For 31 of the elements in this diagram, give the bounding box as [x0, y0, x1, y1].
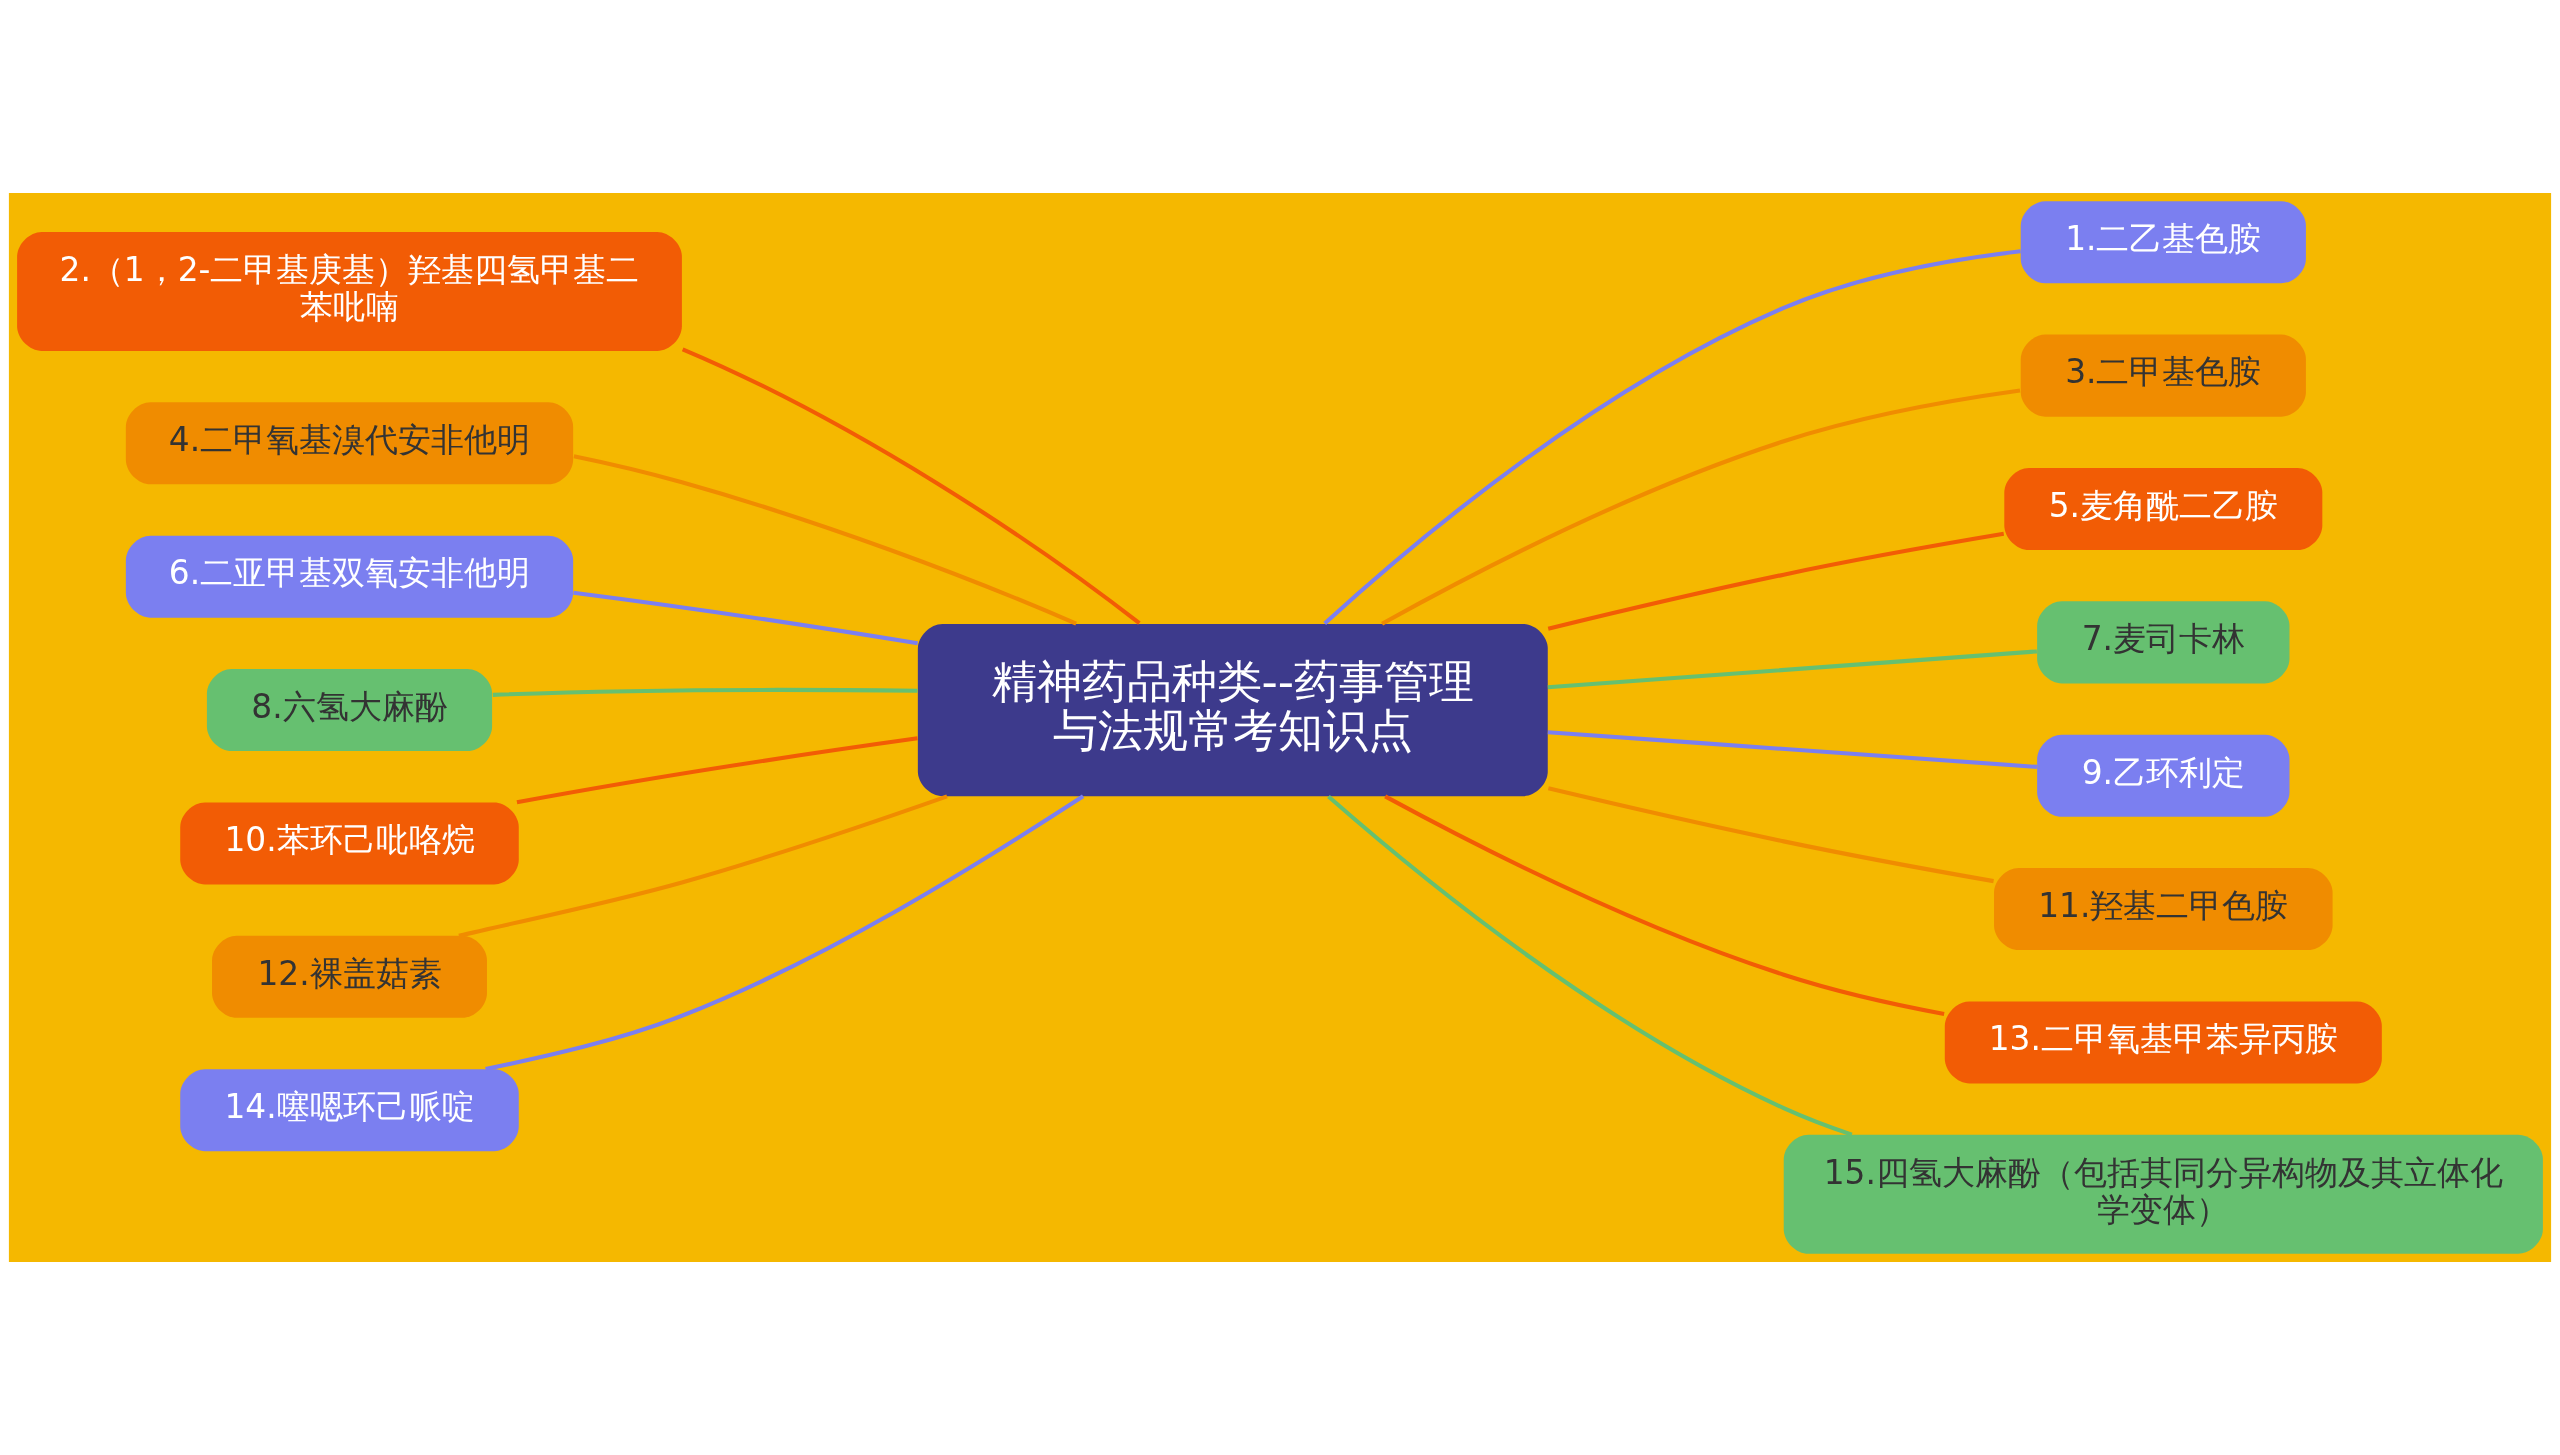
- node-box: 9.乙环利定: [2037, 734, 2290, 817]
- connector: [573, 590, 918, 646]
- connector: [573, 454, 1077, 626]
- connector: [681, 347, 1141, 625]
- connector: [516, 736, 918, 805]
- connector: [1323, 249, 2021, 626]
- connector: [1547, 730, 2038, 769]
- connector: [1547, 531, 2005, 631]
- node-box: 8.六氢大麻酚: [206, 669, 493, 752]
- node-box: 5.麦角酰二乙胺: [2004, 467, 2323, 550]
- node-box: 4.二甲氧基溴代安非他明: [125, 402, 574, 485]
- connector: [1327, 794, 1853, 1137]
- node-box: 精神药品种类--药事管理与法规常考知识点: [917, 623, 1548, 797]
- connector: [1547, 649, 2038, 690]
- node-box: 2.（1，2-二甲基庚基）羟基四氢甲基二苯吡喃: [17, 232, 682, 351]
- node-box: 10.苯环己吡咯烷: [180, 802, 519, 885]
- node-box: 12.裸盖菇素: [212, 935, 487, 1018]
- node-box: 7.麦司卡林: [2037, 601, 2290, 684]
- node-box: 1.二乙基色胺: [2020, 201, 2306, 284]
- connector: [492, 688, 918, 697]
- node-box: 11.羟基二甲色胺: [1994, 868, 2333, 951]
- node-box: 14.噻嗯环己哌啶: [180, 1069, 519, 1152]
- connector: [1547, 786, 1994, 884]
- connector: [1384, 794, 1945, 1016]
- connector: [1381, 388, 2021, 626]
- node-box: 13.二甲氧基甲苯异丙胺: [1944, 1001, 2382, 1084]
- node-box: 6.二亚甲基双氧安非他明: [125, 535, 574, 618]
- node-box: 3.二甲基色胺: [2020, 334, 2306, 417]
- connector: [458, 794, 948, 938]
- node-box: 15.四氢大麻酚（包括其同分异构物及其立体化学变体）: [1783, 1134, 2543, 1254]
- connector: [485, 794, 1085, 1072]
